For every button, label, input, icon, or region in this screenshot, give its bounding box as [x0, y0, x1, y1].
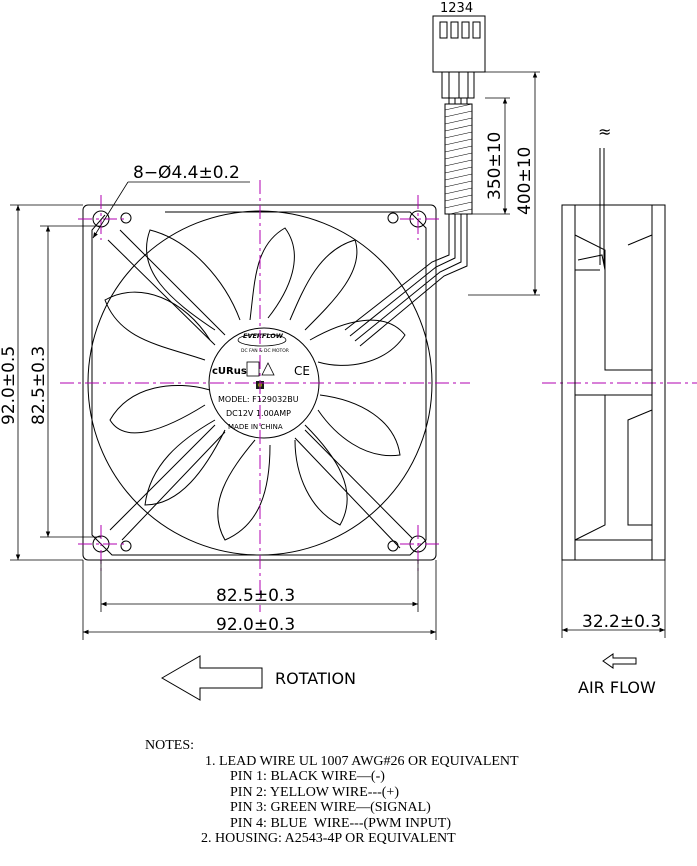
lead-length-long-label: 400±10 [515, 147, 535, 215]
connector-pin-numbers: 1234 [440, 1, 473, 16]
note-pin-4: PIN 4: BLUE WIRE---(PWM INPUT) [230, 815, 451, 831]
hole-pitch-vertical-label: 82.5±0.3 [29, 346, 49, 425]
rotation-arrow-icon [161, 655, 263, 701]
lead-length-short-label: 350±10 [485, 132, 505, 200]
notes-title: NOTES: [145, 738, 194, 753]
hole-leader [92, 181, 250, 239]
lead-wires [344, 214, 468, 347]
note-pin-2: PIN 2: YELLOW WIRE---(+) [230, 784, 399, 800]
width-dims [82, 560, 437, 640]
wire-break-symbol: ≈ [598, 122, 611, 141]
fan-side-view [561, 148, 666, 561]
thickness-label: 32.2±0.3 [582, 612, 661, 632]
rotation-label: ROTATION [275, 669, 356, 688]
height-dims [10, 204, 101, 561]
safety-mark-icon [246, 361, 260, 377]
note-housing: 2. HOUSING: A2543-4P OR EQUIVALENT [201, 831, 456, 846]
note-lead-wire: 1. LEAD WIRE UL 1007 AWG#26 OR EQUIVALEN… [205, 753, 519, 769]
hole-spec-label: 8−Ø4.4±0.2 [133, 163, 240, 183]
thickness-dims [561, 560, 666, 638]
origin-label: MADE IN CHINA [228, 423, 283, 431]
wire-sleeve [444, 103, 473, 215]
note-pin-1: PIN 1: BLACK WIRE—(-) [230, 769, 385, 784]
frame-width-label: 92.0±0.3 [216, 615, 295, 635]
air-flow-arrow-icon [602, 653, 637, 669]
connector [432, 15, 486, 104]
air-flow-label: AIR FLOW [578, 678, 656, 697]
ce-mark: CE [294, 364, 310, 378]
note-pin-3: PIN 3: GREEN WIRE—(SIGNAL) [230, 800, 431, 815]
frame-height-label: 92.0±0.5 [0, 346, 19, 425]
model-label: MODEL: F129032BU [218, 395, 299, 404]
brand-subtitle: DC FAN & DC MOTOR [241, 348, 289, 354]
hole-pitch-horizontal-label: 82.5±0.3 [216, 586, 295, 606]
lead-length-dims [468, 71, 540, 296]
warning-triangle-icon [261, 362, 275, 376]
notes-block: NOTES: 1. LEAD WIRE UL 1007 AWG#26 OR EQ… [145, 738, 519, 847]
ul-mark: cURus [212, 366, 247, 377]
hub-label: EVERFLOW DC FAN & DC MOTOR cURus CE MODE… [212, 332, 310, 431]
brand-logo: EVERFLOW [243, 332, 284, 340]
centerlines [60, 180, 697, 612]
rating-label: DC12V 1.00AMP [226, 409, 291, 418]
